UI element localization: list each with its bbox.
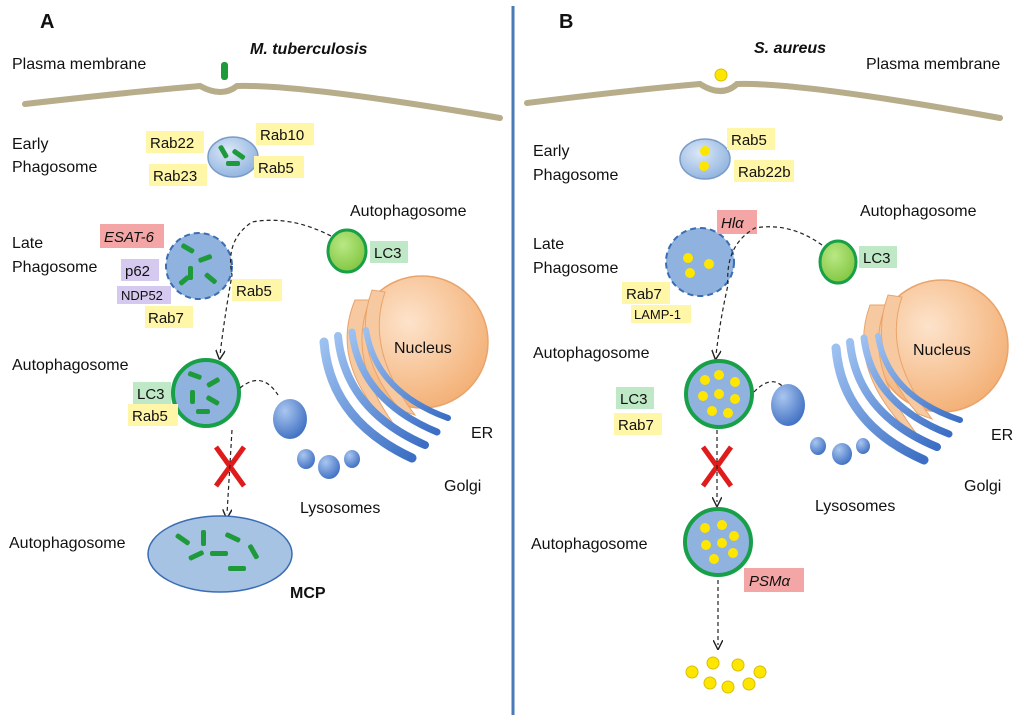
lysosome-small-2 <box>318 455 340 479</box>
lysosome-small-b-1 <box>810 437 826 455</box>
panel-a: A Plasma membrane M. tuberculosis Early … <box>9 11 503 602</box>
fusion-arrow-b <box>716 226 823 355</box>
late-phagosome-label-1: Late <box>12 235 43 252</box>
early-phagosome-label-2: Phagosome <box>12 159 97 176</box>
lysosome-small-b-3 <box>856 438 870 454</box>
autophagosome-top-label: Autophagosome <box>350 203 467 220</box>
golgi-label: Golgi <box>444 478 481 495</box>
lysosome-large-b <box>771 384 805 426</box>
tag-ndp52: NDP52 <box>121 288 163 303</box>
autophagosome-bottom-label-b: Autophagosome <box>531 536 648 553</box>
tag-rab5-mid: Rab5 <box>132 408 168 425</box>
autophagosome-mid <box>171 358 241 428</box>
plasma-membrane-label: Plasma membrane <box>12 56 146 73</box>
autophagosome-mid-label: Autophagosome <box>12 357 129 374</box>
early-phagosome-b <box>679 138 731 180</box>
er-label-b: ER <box>991 427 1013 444</box>
mtb-bacterium <box>221 62 228 80</box>
tag-rab7-mid-b: Rab7 <box>618 417 654 434</box>
mcp-label: MCP <box>290 585 326 602</box>
autophagosome-top-label-b: Autophagosome <box>860 203 977 220</box>
autophagosome-bottom-label: Autophagosome <box>9 535 126 552</box>
tag-rab5-early: Rab5 <box>258 160 294 177</box>
late-phagosome-label-2: Phagosome <box>12 259 97 276</box>
tag-lamp1: LAMP-1 <box>634 307 681 322</box>
golgi-label-b: Golgi <box>964 478 1001 495</box>
early-phagosome <box>207 136 259 178</box>
tag-rab7-late-b: Rab7 <box>626 286 662 303</box>
lc3-vesicle-b <box>818 239 858 285</box>
er-label: ER <box>471 425 493 442</box>
panel-a-letter: A <box>40 11 54 33</box>
released-staph <box>685 656 767 694</box>
pathogen-label-b: S. aureus <box>754 40 826 57</box>
lc3-vesicle <box>326 228 368 274</box>
staph-bacterium <box>714 68 728 82</box>
tag-lc3-mid-b: LC3 <box>620 391 648 408</box>
panel-b: B Plasma membrane S. aureus Early Phagos… <box>524 11 1013 694</box>
tag-rab22: Rab22 <box>150 135 194 152</box>
lysosome-small-b-2 <box>832 443 852 465</box>
fusion-arrow <box>220 219 332 355</box>
tag-psm: PSMα <box>749 573 791 590</box>
tag-rab5-late: Rab5 <box>236 283 272 300</box>
panel-b-letter: B <box>559 11 573 33</box>
er-golgi-stack-b <box>831 333 963 465</box>
plasma-membrane-label-b: Plasma membrane <box>866 56 1000 73</box>
lysosomes-label-b: Lysosomes <box>815 498 895 515</box>
tag-lc3-mid: LC3 <box>137 386 165 403</box>
er-golgi-stack <box>319 327 451 463</box>
tag-rab22b: Rab22b <box>738 164 791 181</box>
nucleus-label: Nucleus <box>394 340 452 357</box>
tag-esat6: ESAT-6 <box>104 229 155 246</box>
early-phagosome-label-b-2: Phagosome <box>533 167 618 184</box>
late-phagosome <box>165 232 233 300</box>
early-phagosome-label-b-1: Early <box>533 143 569 160</box>
late-phagosome-b <box>665 227 735 297</box>
late-phagosome-label-b-1: Late <box>533 236 564 253</box>
tag-rab23: Rab23 <box>153 168 197 185</box>
tag-rab7-late: Rab7 <box>148 310 184 327</box>
lysosomes-label: Lysosomes <box>300 500 380 517</box>
tag-lc3-top: LC3 <box>374 245 402 262</box>
pathogen-label: M. tuberculosis <box>250 41 367 58</box>
late-phagosome-label-b-2: Phagosome <box>533 260 618 277</box>
nucleus-label-b: Nucleus <box>913 342 971 359</box>
lysosome-large <box>273 399 307 439</box>
tag-p62: p62 <box>125 263 150 280</box>
lysosome-small-3 <box>344 450 360 468</box>
early-phagosome-label-1: Early <box>12 136 48 153</box>
tag-hla: Hlα <box>721 215 744 232</box>
plasma-membrane-shape-b <box>524 80 1003 121</box>
plasma-membrane-shape <box>22 82 503 121</box>
lysosome-small-1 <box>297 449 315 469</box>
tag-lc3-top-b: LC3 <box>863 250 891 267</box>
autophagosome-mid-label-b: Autophagosome <box>533 345 650 362</box>
tag-rab10: Rab10 <box>260 127 304 144</box>
tag-rab5-early-b: Rab5 <box>731 132 767 149</box>
